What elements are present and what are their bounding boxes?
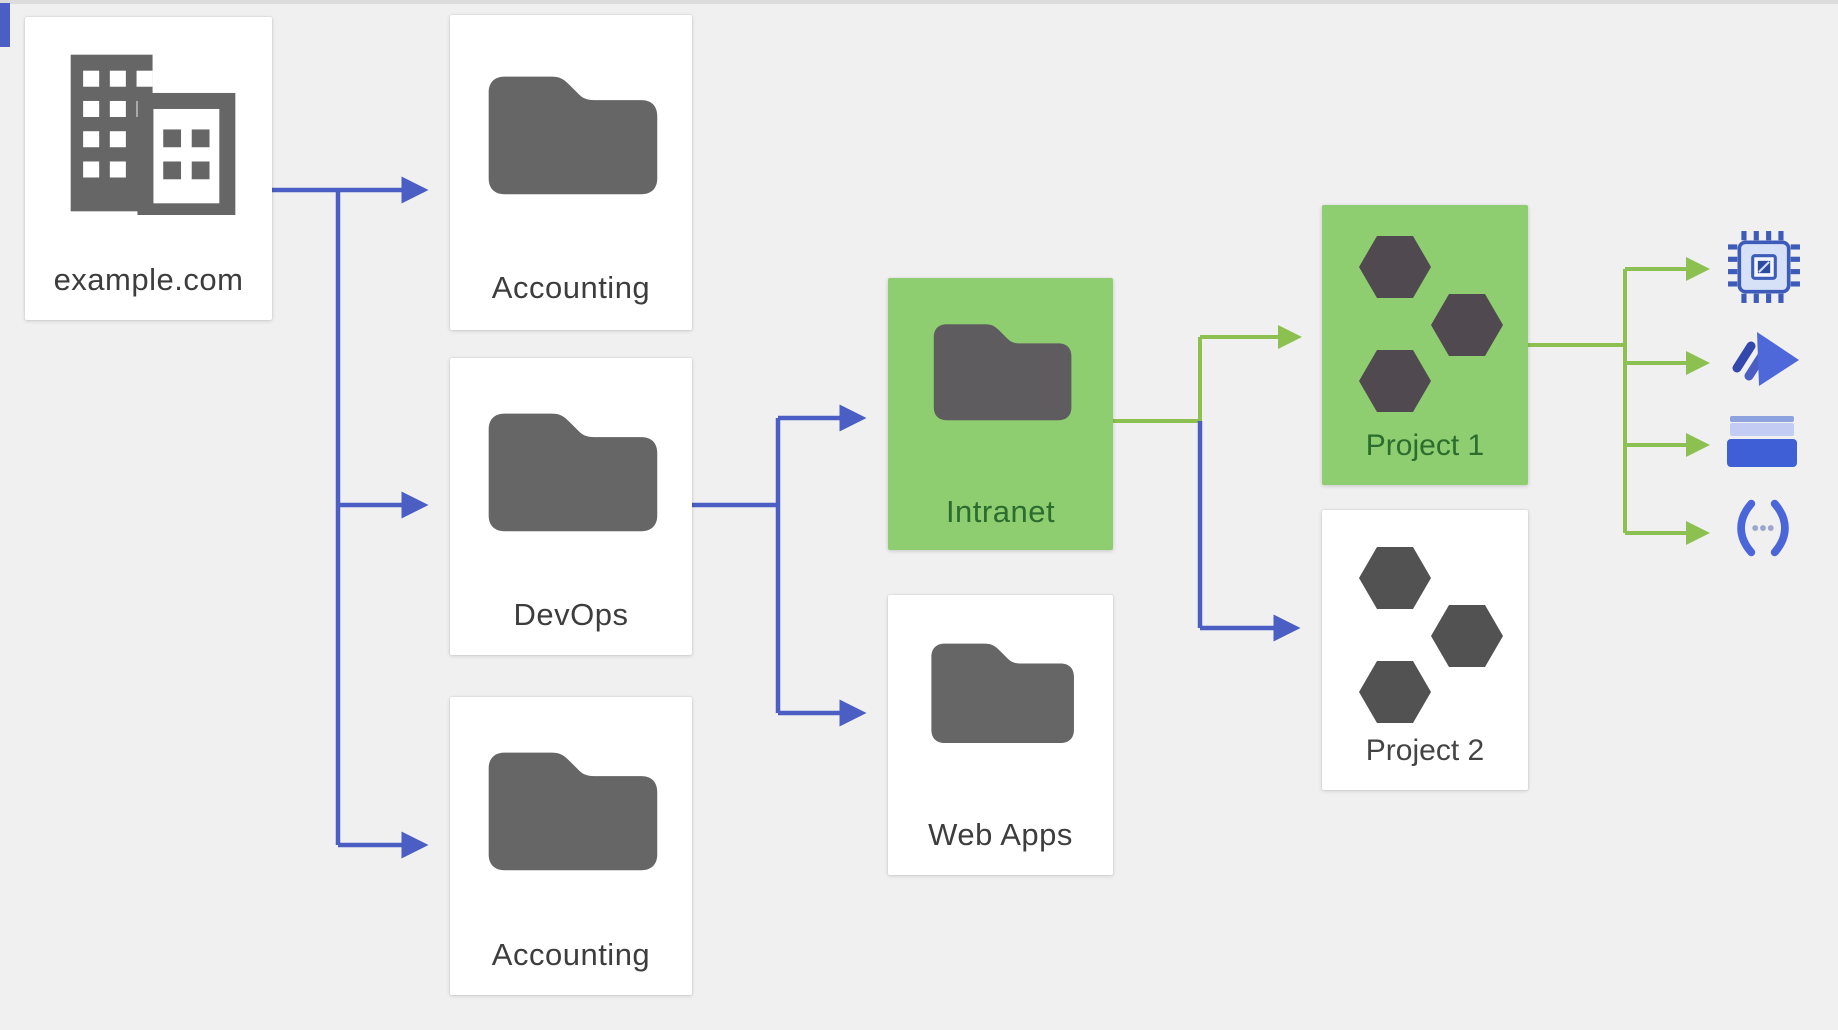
node-devops[interactable]: DevOps (450, 358, 692, 655)
node-example-com[interactable]: example.com (25, 17, 272, 320)
node-label: Accounting (491, 937, 651, 972)
node-label: Intranet (945, 494, 1056, 529)
hexagon-icon (1359, 661, 1431, 723)
folder-icon (488, 413, 658, 532)
top-edge-strip (0, 0, 1838, 4)
connector-example-to-folders (272, 176, 429, 859)
node-label: Web Apps (928, 817, 1073, 852)
folder-icon (933, 324, 1071, 421)
connector-project1-to-icons (1528, 257, 1710, 545)
node-project-2[interactable]: Project 2 (1322, 510, 1528, 790)
node-label: DevOps (513, 597, 629, 632)
node-label: Accounting (491, 270, 651, 305)
hexagon-icon (1359, 350, 1431, 412)
node-intranet[interactable]: Intranet (888, 278, 1113, 550)
node-label: Project 1 (1365, 429, 1485, 462)
hexagon-icon (1431, 605, 1503, 667)
connector-intranet-to-project2 (1197, 421, 1301, 642)
connector-intranet-to-project1 (1113, 325, 1302, 423)
hexagon-icon (1359, 547, 1431, 609)
node-accounting-bottom[interactable]: Accounting (450, 697, 692, 995)
chip-icon[interactable] (1727, 230, 1801, 304)
folder-icon (488, 76, 658, 195)
node-web-apps[interactable]: Web Apps (888, 595, 1113, 875)
node-label: example.com (53, 262, 244, 297)
node-project-1[interactable]: Project 1 (1322, 205, 1528, 485)
node-accounting-top[interactable]: Accounting (450, 15, 692, 330)
corner-blue-mark (0, 3, 10, 47)
folder-icon (488, 752, 658, 871)
hexagon-icon (1431, 294, 1503, 356)
storage-box-icon[interactable] (1722, 409, 1802, 475)
folder-icon (930, 643, 1074, 744)
connector-devops-to-intranet-webapps (692, 404, 867, 727)
company-building-icon (70, 54, 235, 215)
code-parentheses-icon[interactable] (1726, 493, 1800, 563)
launch-arrow-icon[interactable] (1723, 322, 1803, 394)
hexagon-icon (1359, 236, 1431, 298)
node-label: Project 2 (1365, 734, 1485, 767)
